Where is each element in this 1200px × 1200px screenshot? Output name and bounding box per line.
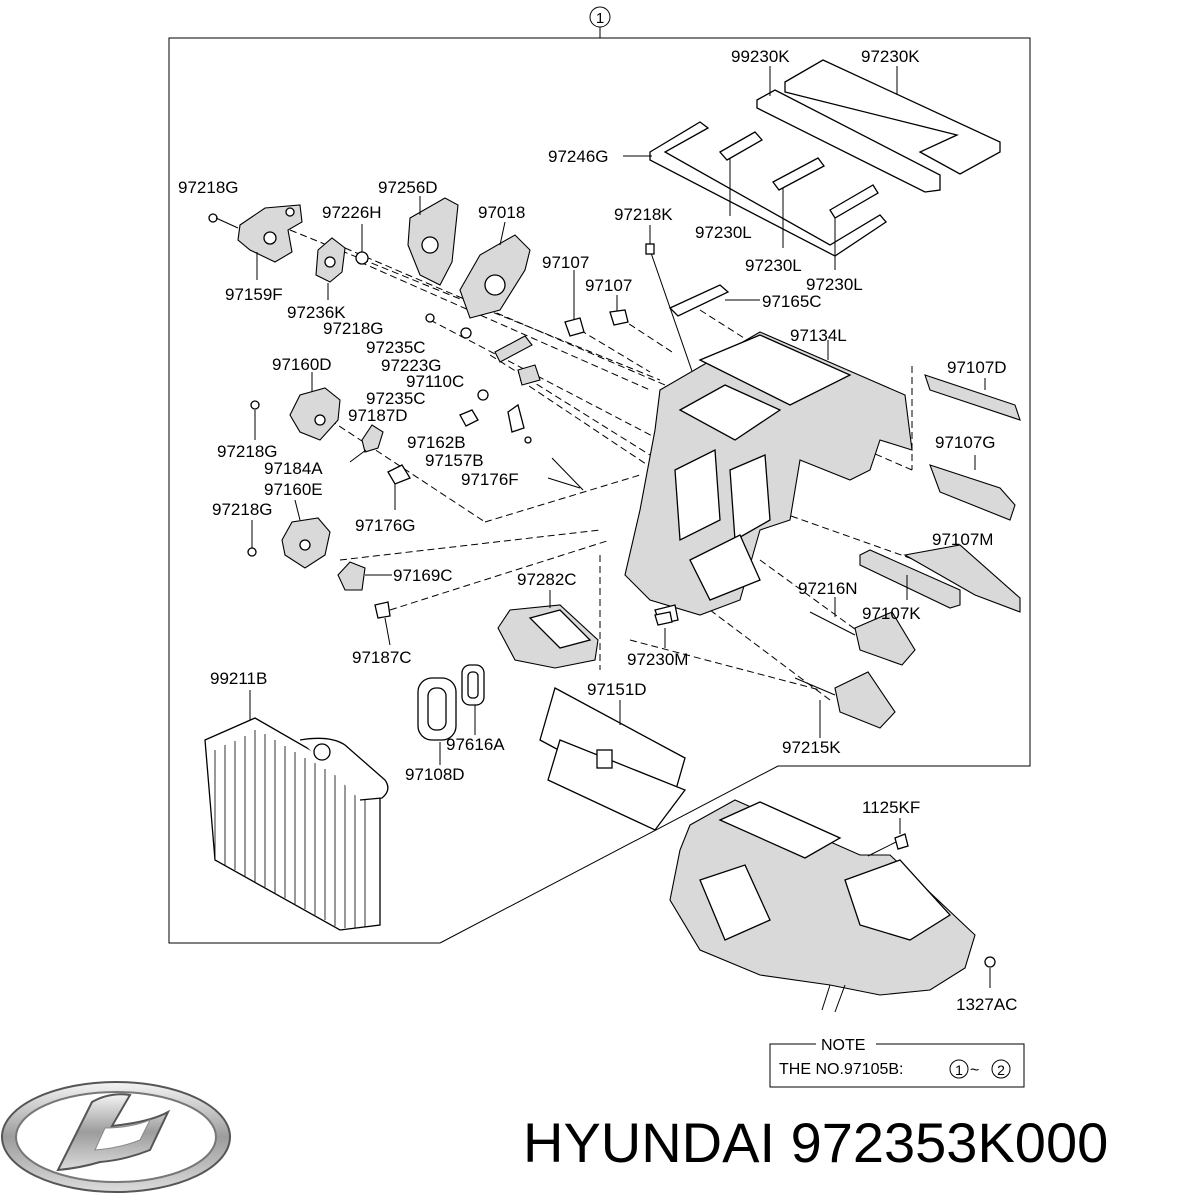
note-title: NOTE xyxy=(821,1037,865,1054)
door-97018 xyxy=(459,234,531,319)
label-97216N: 97216N xyxy=(798,579,858,598)
actuator-97160E xyxy=(281,517,331,569)
actuator-upper xyxy=(237,204,303,263)
label-97246G: 97246G xyxy=(548,147,609,166)
label-97108D: 97108D xyxy=(405,765,465,784)
lever-97236K xyxy=(315,237,346,283)
damper-97107G xyxy=(929,464,1016,521)
label-97218G-a: 97218G xyxy=(178,178,239,197)
bracket-97256D xyxy=(407,197,459,286)
assembly-frame xyxy=(168,37,1031,944)
label-97176F: 97176F xyxy=(461,470,519,489)
label-97236K: 97236K xyxy=(287,303,346,322)
label-97165C: 97165C xyxy=(762,292,822,311)
note-range-to: 2 xyxy=(997,1062,1005,1078)
label-97187D: 97187D xyxy=(348,406,408,425)
actuator-97160D xyxy=(289,387,341,441)
label-97160D: 97160D xyxy=(272,355,332,374)
label-97169C: 97169C xyxy=(393,566,453,585)
label-97107D: 97107D xyxy=(947,358,1007,377)
label-99230K: 99230K xyxy=(731,47,790,66)
label-97107G: 97107G xyxy=(935,433,996,452)
label-97256D: 97256D xyxy=(378,178,438,197)
label-1327AC: 1327AC xyxy=(956,995,1017,1014)
brand-part-title: HYUNDAI 972353K000 xyxy=(523,1111,1109,1174)
label-97230L-b: 97230L xyxy=(745,256,802,275)
label-97151D: 97151D xyxy=(587,680,647,699)
label-97235C-b: 97235C xyxy=(366,389,426,408)
label-97157B: 97157B xyxy=(425,451,484,470)
hyundai-logo xyxy=(1,1081,231,1193)
label-97218G-b: 97218G xyxy=(323,319,384,338)
label-97107-a: 97107 xyxy=(542,253,589,272)
damper-97107D xyxy=(924,374,1021,421)
label-97176G: 97176G xyxy=(355,516,416,535)
label-97159F: 97159F xyxy=(225,285,283,304)
damper-97107M xyxy=(903,544,1021,613)
label-97282C: 97282C xyxy=(517,570,577,589)
evaporator-core xyxy=(204,717,389,931)
label-1125KF: 1125KF xyxy=(862,798,920,817)
label-97616A: 97616A xyxy=(446,735,505,754)
note-range-from: 1 xyxy=(955,1062,963,1078)
valve-97215K xyxy=(794,671,896,729)
damper-97107K xyxy=(859,549,961,609)
label-97110C: 97110C xyxy=(406,372,464,391)
label-97226H: 97226H xyxy=(322,203,382,222)
label-97107M: 97107M xyxy=(932,530,993,549)
valve-97216N xyxy=(809,611,916,666)
label-97218K: 97218K xyxy=(614,205,673,224)
label-97215K: 97215K xyxy=(782,738,841,757)
label-99211B: 99211B xyxy=(210,669,267,688)
label-97162B: 97162B xyxy=(407,433,466,452)
label-97230M: 97230M xyxy=(627,650,688,669)
duct-97282C xyxy=(497,604,599,669)
heater-case xyxy=(624,331,913,625)
note-range-sep: ~ xyxy=(970,1062,979,1079)
seal-97108D xyxy=(417,677,457,741)
label-97134L: 97134L xyxy=(790,326,847,345)
label-97230K: 97230K xyxy=(861,47,920,66)
insulation-pad-97151D xyxy=(539,687,687,831)
label-97218G-d: 97218G xyxy=(212,500,273,519)
label-97223G: 97223G xyxy=(381,356,442,375)
label-97230L-c: 97230L xyxy=(806,275,863,294)
part-number-labels: 99230K 97230K 97246G 97230L 97230L 97230… xyxy=(178,47,1017,1014)
label-97018: 97018 xyxy=(478,203,525,222)
label-97107K: 97107K xyxy=(862,604,921,623)
label-97160E: 97160E xyxy=(264,480,323,499)
label-97107-b: 97107 xyxy=(585,276,632,295)
assembled-hvac-unit xyxy=(669,799,976,1013)
label-97230L-a: 97230L xyxy=(695,223,752,242)
label-97218G-c: 97218G xyxy=(217,442,278,461)
air-filter-seals xyxy=(649,59,1001,257)
label-97235C-a: 97235C xyxy=(366,338,426,357)
note-text: THE NO.97105B: xyxy=(779,1061,904,1078)
note-box: NOTE THE NO.97105B: 1 ~ 2 xyxy=(769,1037,1025,1088)
label-97187C: 97187C xyxy=(352,648,412,667)
seal-97616A xyxy=(461,664,485,706)
label-97184A: 97184A xyxy=(264,459,323,478)
assembly-marker: 1 xyxy=(596,10,604,27)
